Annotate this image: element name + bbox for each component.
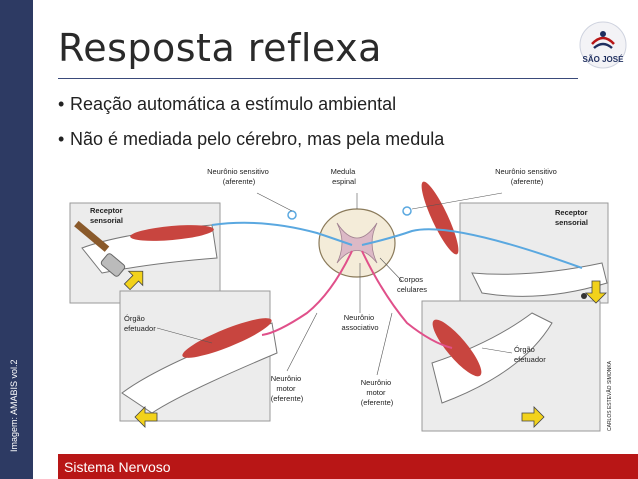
logo-emblem-icon — [579, 21, 627, 69]
footer-text: Sistema Nervoso — [64, 459, 171, 475]
leader-lines — [156, 192, 513, 376]
arrow-icon — [123, 270, 144, 291]
sensory-nerve-right — [361, 228, 583, 269]
muscle-bottom-left — [182, 318, 272, 358]
label-orgao-efetuador-left: Órgão efetuador — [124, 314, 156, 333]
label-neuronio-sensitivo-right: Neurônio sensitivo (aferente) — [495, 167, 559, 186]
slide-title: Resposta reflexa — [58, 26, 382, 70]
sensory-nerve-left — [211, 221, 353, 246]
footer-bar: Sistema Nervoso — [58, 454, 638, 479]
label-receptor-left: Receptor sensorial — [90, 206, 125, 225]
label-receptor-right: Receptor sensorial — [555, 208, 590, 227]
reflex-hammer-head-icon — [100, 253, 126, 277]
ganglion-left — [287, 210, 297, 220]
label-neuronio-associativo: Neurônio associativo — [341, 313, 378, 332]
label-corpos-celulares: Corpos celulares — [397, 275, 427, 294]
image-credit: Imagem: AMABIS vol.2 — [9, 359, 19, 452]
bullet-text: Reação automática a estímulo ambiental — [70, 94, 397, 114]
title-underline — [58, 78, 578, 79]
label-neuronio-sensitivo-left: Neurônio sensitivo (aferente) — [207, 167, 271, 186]
arm-bottom-right — [431, 312, 553, 404]
motor-nerve-right — [361, 250, 453, 349]
label-medula-espinal: Medula espinal — [331, 167, 358, 186]
reflex-diagram: Neurônio sensitivo (aferente) Medula esp… — [62, 163, 618, 441]
bullet-text: Não é mediada pelo cérebro, mas pela med… — [70, 129, 445, 149]
arm-bottom-left — [121, 322, 278, 414]
artist-credit: CARLOS ESTEVÃO SIMONKA — [606, 360, 613, 431]
thumbtack-icon — [581, 293, 587, 299]
label-neuronio-motor-right: Neurônio motor (eferente) — [361, 378, 394, 407]
muscle-top-right — [421, 181, 459, 255]
muscle-top-left — [130, 225, 214, 241]
arrow-icon — [585, 280, 607, 304]
sidebar-bar: Imagem: AMABIS vol.2 — [0, 0, 33, 479]
bullet-dot-icon: • — [58, 129, 65, 149]
label-orgao-efetuador-right: Órgão efetuador — [514, 345, 546, 364]
spinal-gray-matter — [336, 222, 378, 264]
motor-nerve-left — [261, 250, 353, 336]
arm-top-right — [471, 262, 608, 297]
arrow-icon — [134, 406, 158, 428]
logo-text: SÃO JOSÉ — [582, 55, 624, 64]
school-logo: SÃO JOSÉ — [578, 20, 628, 70]
reflex-hammer-handle — [74, 220, 110, 252]
bullet-list: •Reação automática a estímulo ambiental … — [58, 94, 444, 164]
bullet-dot-icon: • — [58, 94, 65, 114]
ganglion-right — [402, 206, 412, 216]
bullet-item: •Não é mediada pelo cérebro, mas pela me… — [58, 129, 444, 150]
bullet-item: •Reação automática a estímulo ambiental — [58, 94, 444, 115]
arrow-icon — [521, 406, 545, 428]
reflex-arc-illustration: Neurônio sensitivo (aferente) Medula esp… — [69, 167, 613, 432]
muscle-bottom-right — [432, 319, 482, 377]
label-neuronio-motor-left: Neurônio motor (eferente) — [271, 374, 304, 403]
